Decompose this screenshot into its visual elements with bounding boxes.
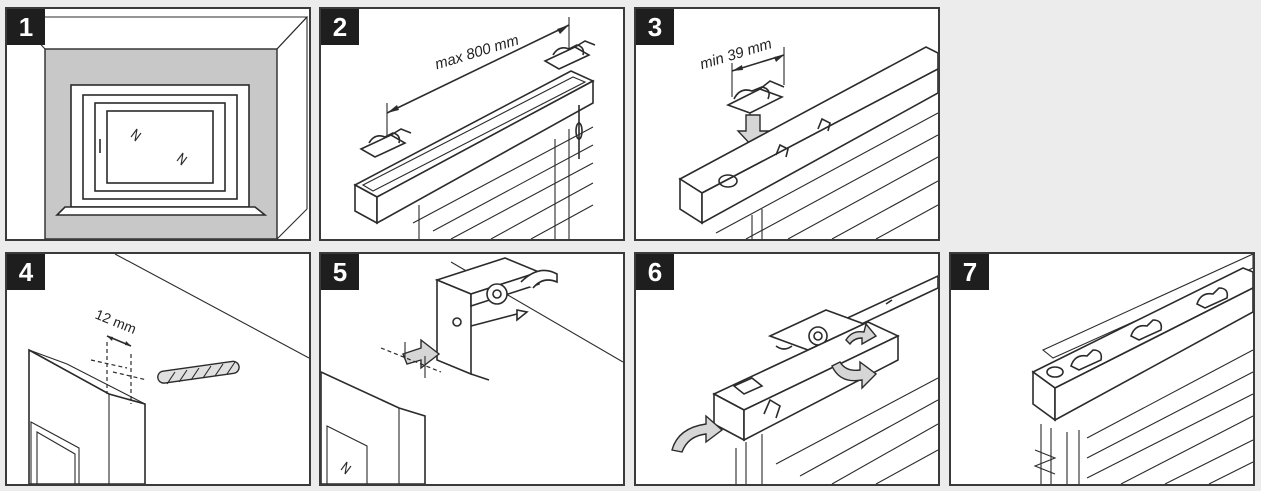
- step-1-window-drawing: [13, 16, 309, 239]
- step-3-panel: 3 min 39 mm: [634, 7, 940, 241]
- step-6-click-in-drawing: [671, 275, 938, 484]
- step-5-panel: 5: [319, 252, 625, 486]
- step-4-number-badge: 4: [7, 254, 45, 290]
- step-2-number-badge: 2: [321, 9, 359, 45]
- step-7-panel: 7: [949, 252, 1255, 486]
- step-7-number-badge: 7: [951, 254, 989, 290]
- step-2-panel: 2 max 800 mm: [319, 7, 625, 241]
- step-4-drill-drawing: [28, 254, 309, 484]
- step-1-panel: 1: [5, 7, 311, 241]
- step-3-clip-drawing: [678, 46, 938, 239]
- step-6-number-badge: 6: [636, 254, 674, 290]
- step-2-headrail-drawing: [353, 17, 596, 239]
- step-7-installed-blind-drawing: [1031, 254, 1253, 484]
- step-5-number-badge: 5: [321, 254, 359, 290]
- step-5-bracket-mount-drawing: [321, 257, 623, 484]
- step-4-panel: 4 12 mm: [5, 252, 311, 486]
- step-3-number-badge: 3: [636, 9, 674, 45]
- step-6-panel: 6: [634, 252, 940, 486]
- step-1-number-badge: 1: [7, 9, 45, 45]
